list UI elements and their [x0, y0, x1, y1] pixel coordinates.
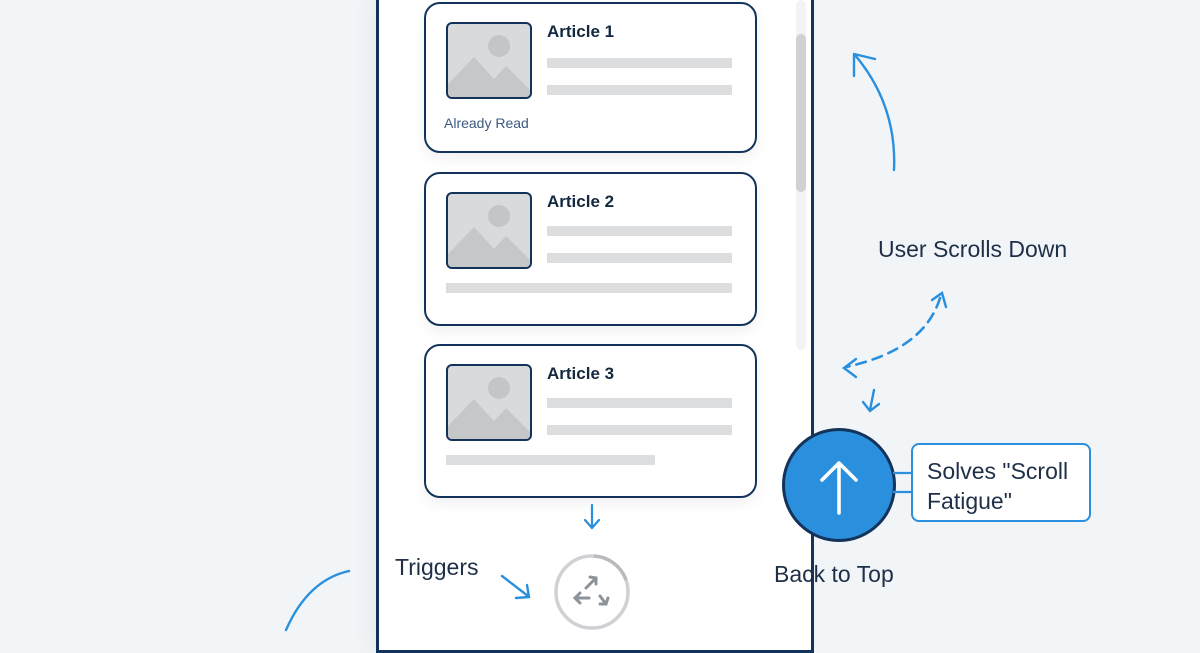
text-placeholder [547, 58, 732, 68]
article-card-3[interactable]: Article 3 [424, 344, 757, 498]
text-placeholder [547, 253, 732, 263]
image-placeholder-icon [446, 22, 532, 99]
curved-arrow-icon [284, 569, 351, 632]
article-title: Article 1 [547, 22, 615, 41]
text-placeholder [446, 455, 655, 465]
arrow-diagonal-icon [500, 574, 531, 600]
back-to-top-label: Back to Top [774, 561, 894, 587]
dashed-arrow-icon [842, 291, 948, 413]
refresh-spinner-icon [554, 554, 630, 630]
text-placeholder [547, 85, 732, 95]
triggers-label: Triggers [395, 554, 479, 580]
text-placeholder [547, 425, 732, 435]
text-placeholder [446, 283, 732, 293]
back-to-top-button[interactable] [782, 428, 896, 542]
arrow-down-icon [583, 503, 601, 530]
connector-line [893, 471, 911, 494]
text-placeholder [547, 398, 732, 408]
user-scrolls-label: User Scrolls Down [878, 236, 1068, 262]
article-card-2[interactable]: Article 2 [424, 172, 757, 326]
curved-arrow-up-icon [852, 52, 896, 172]
article-title: Article 3 [547, 364, 615, 383]
scrollbar-thumb[interactable] [796, 34, 806, 192]
article-title: Article 2 [547, 192, 615, 211]
image-placeholder-icon [446, 192, 532, 269]
callout-box: Solves "Scroll Fatigue" [911, 443, 1091, 522]
image-placeholder-icon [446, 364, 532, 441]
article-card-1[interactable]: Article 1 Already Read [424, 2, 757, 153]
arrow-up-icon [820, 461, 858, 515]
read-status: Already Read [444, 115, 529, 131]
text-placeholder [547, 226, 732, 236]
